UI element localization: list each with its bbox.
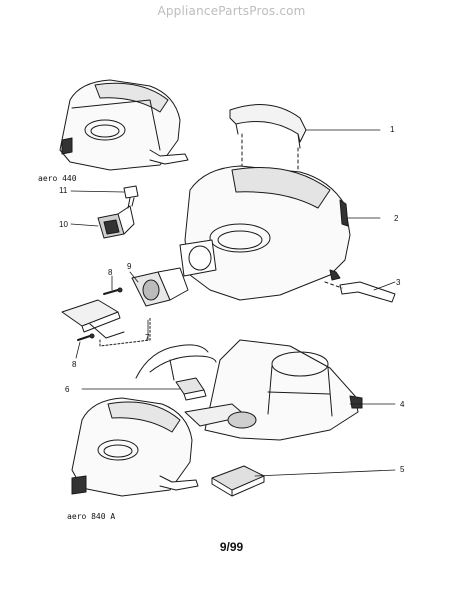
switch-assembly bbox=[97, 185, 139, 239]
callout-5: 5 bbox=[400, 465, 405, 474]
callout-7: 7 bbox=[145, 333, 150, 342]
vent-grille-part bbox=[131, 267, 189, 307]
assembly-bracket bbox=[99, 317, 151, 347]
model-label-aero-440: aero 440 bbox=[38, 174, 77, 183]
callout-leader-lines bbox=[70, 129, 396, 477]
callout-3: 3 bbox=[396, 278, 401, 287]
clip-part bbox=[324, 281, 396, 303]
callout-8-lower: 8 bbox=[72, 360, 77, 369]
callout-9: 9 bbox=[127, 262, 132, 271]
access-cover-part bbox=[61, 299, 125, 339]
callout-11: 11 bbox=[59, 186, 68, 195]
housing-aero-440 bbox=[59, 79, 189, 171]
callout-1: 1 bbox=[390, 125, 395, 134]
motor-base-part bbox=[184, 339, 363, 441]
callout-4: 4 bbox=[400, 400, 405, 409]
watermark: AppliancePartsPros.com bbox=[157, 4, 306, 18]
model-label-aero-840a: aero 840 A bbox=[67, 512, 116, 521]
callout-2: 2 bbox=[394, 214, 399, 223]
filter-part bbox=[211, 465, 265, 497]
screws-part bbox=[77, 287, 123, 341]
callout-10: 10 bbox=[59, 220, 68, 229]
wiring-harness-part bbox=[135, 344, 217, 401]
main-housing-part bbox=[179, 165, 351, 301]
housing-aero-840a bbox=[71, 397, 199, 497]
callout-6: 6 bbox=[65, 385, 70, 394]
callout-8-upper: 8 bbox=[108, 268, 113, 277]
page-number: 9/99 bbox=[219, 540, 244, 554]
